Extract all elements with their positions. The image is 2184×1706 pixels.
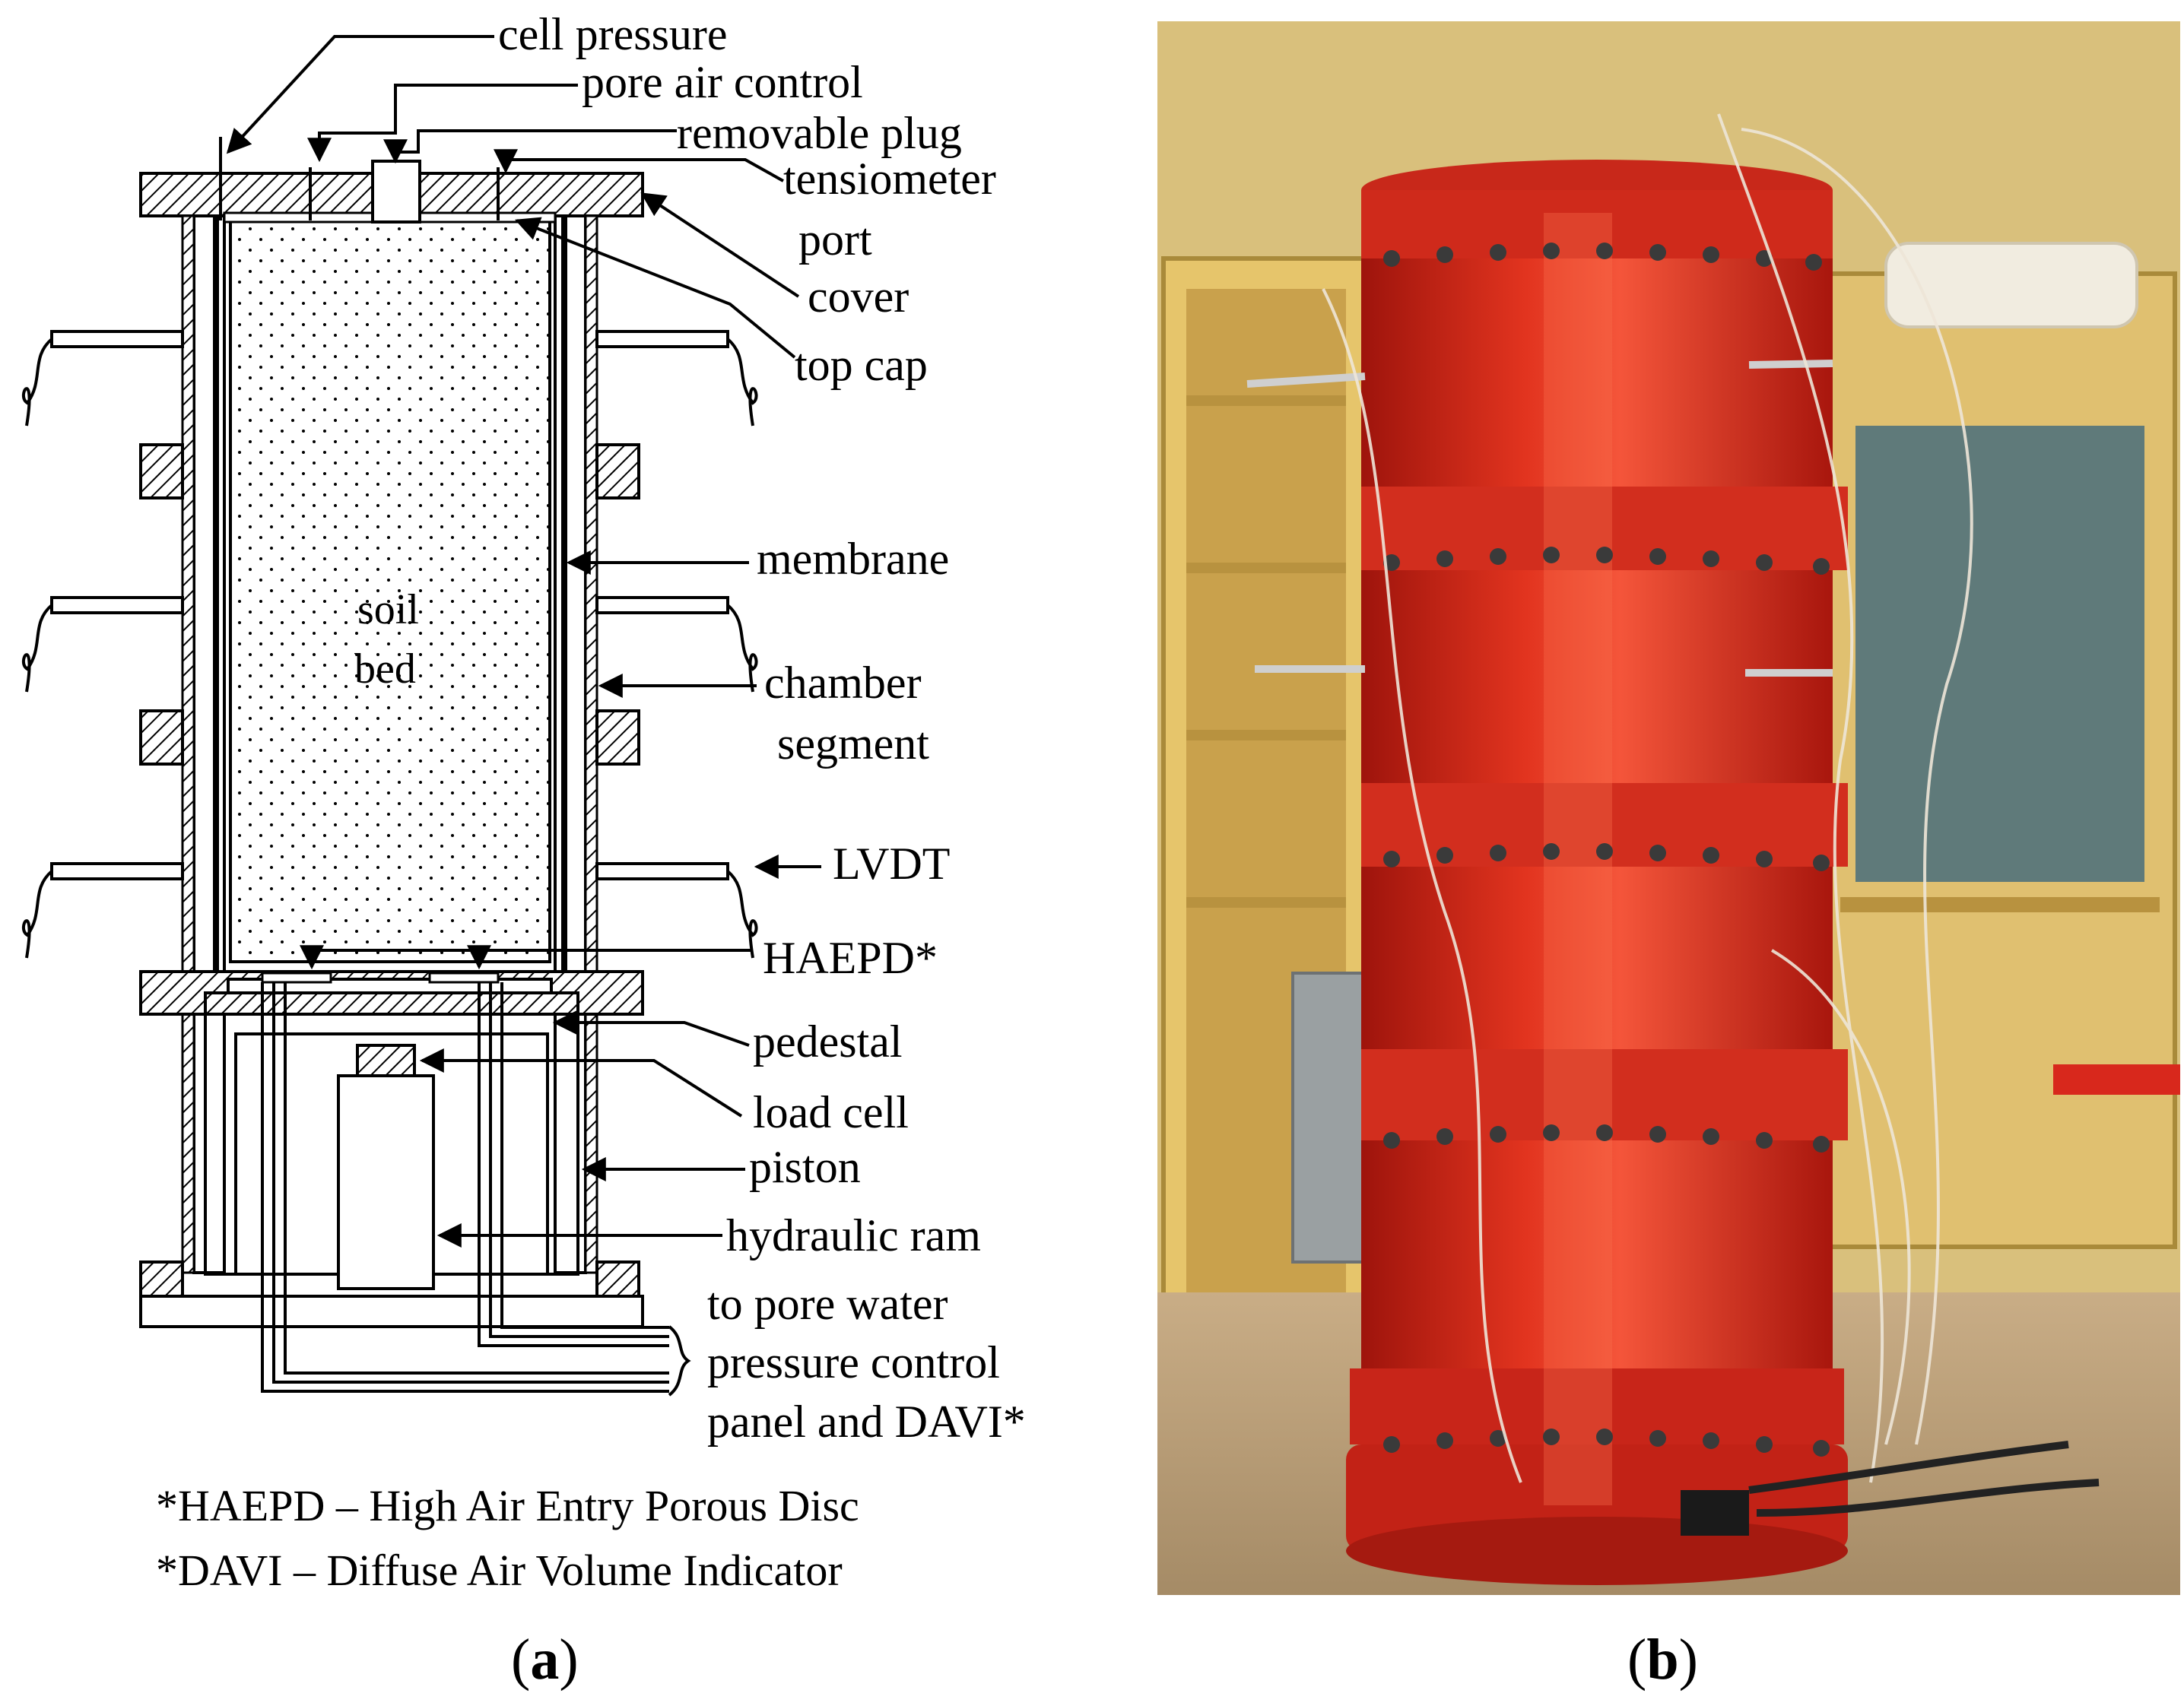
- shelf-right-board: [1840, 897, 2160, 912]
- panel-b-photo: (b): [1157, 21, 2180, 1692]
- footnote-haepd: *HAEPD – High Air Entry Porous Disc: [156, 1481, 859, 1530]
- label-hydraulic-ram: hydraulic ram: [726, 1210, 981, 1260]
- tubing: [1322, 113, 1973, 1483]
- drainage-lines: [261, 982, 691, 1397]
- label-pedestal: pedestal: [753, 1016, 903, 1067]
- label-piston: piston: [749, 1142, 861, 1192]
- label-cell-pressure: cell pressure: [498, 9, 728, 59]
- load-cell: [356, 1044, 416, 1077]
- bolts: [1383, 243, 1830, 1457]
- caption-a: (a): [511, 1628, 579, 1692]
- label-removable-plug: removable plug: [677, 108, 962, 158]
- red-table: [2053, 1064, 2180, 1095]
- shelf-board-4: [1186, 897, 1346, 908]
- towel-stack: [1884, 242, 2138, 328]
- lvdt-rods: [21, 330, 758, 959]
- label-membrane: membrane: [757, 534, 949, 584]
- shelf-board-2: [1186, 563, 1346, 573]
- label-top-cap: top cap: [795, 340, 928, 390]
- label-port: port: [798, 214, 872, 265]
- photo-lvdt-rods: [1246, 360, 1833, 677]
- bed-label: bed: [354, 645, 416, 693]
- right-outer-wall: [584, 214, 598, 1274]
- right-chamber-wall: [554, 214, 587, 1274]
- shelf-board-3: [1186, 730, 1346, 740]
- label-segment: segment: [777, 718, 929, 769]
- lower-cables: [1748, 1441, 2100, 1517]
- shelf-board-1: [1186, 395, 1346, 406]
- label-tensiometer: tensiometer: [783, 154, 996, 204]
- label-chamber: chamber: [764, 658, 922, 708]
- label-load-cell: load cell: [753, 1087, 909, 1137]
- leader-lines: [226, 35, 821, 1248]
- soil-bed: [229, 219, 551, 963]
- label-pore-air-control: pore air control: [582, 57, 863, 107]
- label-to-pore-water: to pore water: [707, 1279, 948, 1329]
- label-lvdt: LVDT: [833, 839, 950, 889]
- base-opening: [1681, 1490, 1749, 1536]
- soil-label: soil: [357, 586, 419, 633]
- label-haepd: HAEPD*: [763, 933, 938, 983]
- removable-plug: [371, 160, 421, 224]
- base-plate: [139, 1295, 644, 1328]
- shelf-right-dark: [1855, 426, 2144, 882]
- caption-b: (b): [1627, 1628, 1698, 1692]
- label-panel-and-davi: panel and DAVI*: [707, 1397, 1026, 1447]
- red-chamber: [1346, 160, 1848, 1585]
- label-pressure-control: pressure control: [707, 1337, 1000, 1387]
- left-outer-wall: [181, 214, 195, 1274]
- panel-a-diagram: soil bed cell pressure pore air control …: [21, 9, 1026, 1692]
- left-chamber-wall: [192, 214, 226, 1274]
- footnote-davi: *DAVI – Diffuse Air Volume Indicator: [156, 1546, 843, 1595]
- hydraulic-ram: [337, 1074, 435, 1290]
- haepd-disc-left: [261, 972, 332, 984]
- haepd-disc-right: [428, 972, 500, 984]
- label-cover: cover: [808, 271, 909, 322]
